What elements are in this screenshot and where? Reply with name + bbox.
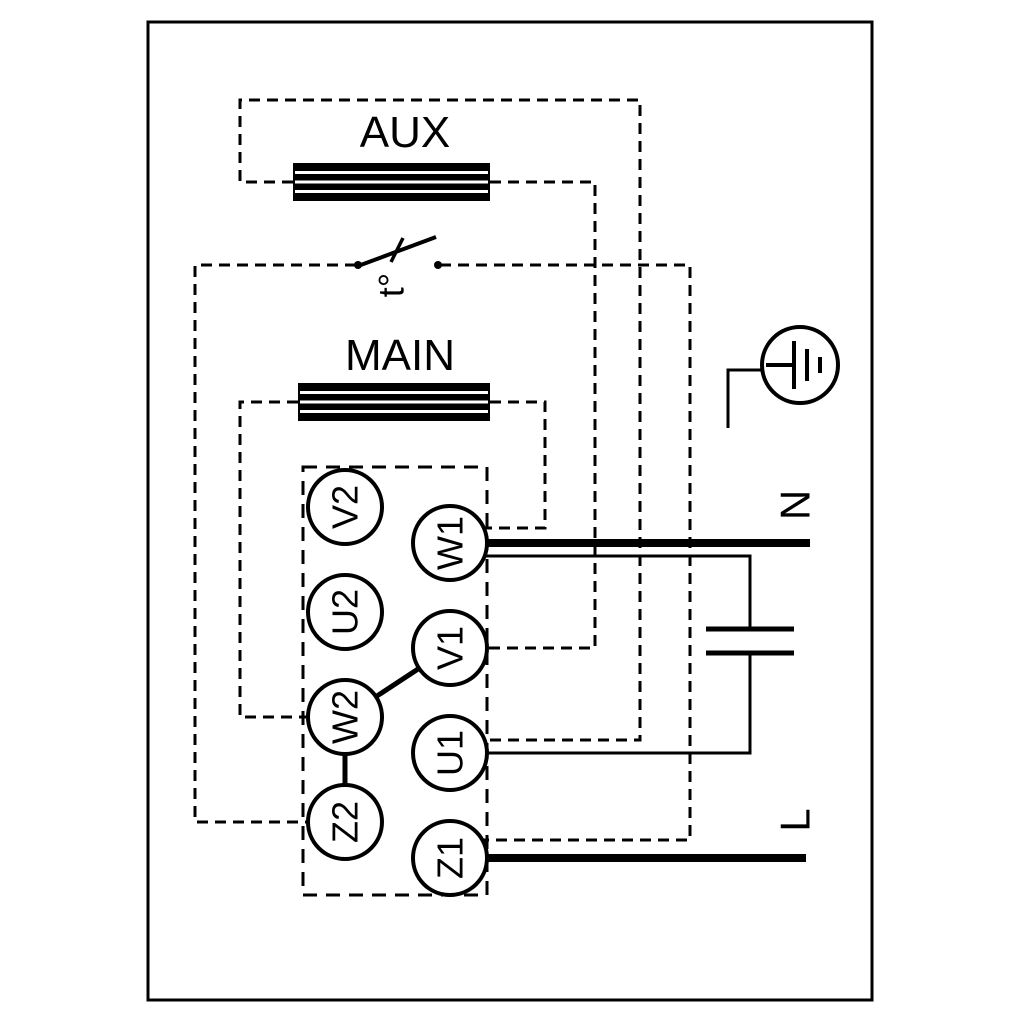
terminal-block-outline bbox=[301, 465, 489, 897]
ground-wire bbox=[726, 368, 763, 428]
terminal-circle bbox=[306, 468, 384, 546]
thermal-switch-label: t° bbox=[371, 273, 412, 297]
terminal-label: Z1 bbox=[430, 837, 471, 879]
terminal-u2: U2 bbox=[306, 573, 384, 651]
terminal-label: W2 bbox=[325, 690, 366, 744]
terminal-label: V1 bbox=[430, 626, 471, 670]
solid-wiring bbox=[484, 539, 810, 862]
capacitor bbox=[706, 626, 794, 656]
terminal-z2: Z2 bbox=[306, 783, 384, 861]
terminal-circle bbox=[411, 609, 489, 687]
ground-symbol bbox=[726, 325, 840, 428]
terminal-circle bbox=[411, 504, 489, 582]
wire-aux-right-to-v1 bbox=[487, 180, 597, 650]
wire-aux-left-to-u1 bbox=[238, 98, 642, 742]
wire-capacitor-to-u1 bbox=[487, 653, 752, 755]
terminal-u1: U1 bbox=[411, 714, 489, 792]
line-label: L bbox=[772, 808, 819, 831]
thermal-switch: t° bbox=[354, 235, 442, 297]
switch-contact-right bbox=[434, 261, 442, 269]
neutral-label: N bbox=[772, 490, 819, 520]
main-winding-label: MAIN bbox=[345, 331, 455, 380]
terminal-circle bbox=[306, 573, 384, 651]
terminal-w1: W1 bbox=[411, 504, 489, 582]
wire-w1-to-capacitor bbox=[484, 554, 752, 629]
terminal-v2: V2 bbox=[306, 468, 384, 546]
terminal-z1: Z1 bbox=[411, 819, 489, 897]
terminal-circle bbox=[306, 678, 384, 756]
terminal-label: Z2 bbox=[325, 801, 366, 843]
terminal-circle bbox=[306, 783, 384, 861]
aux-winding: AUX bbox=[293, 108, 490, 201]
wire-main-right-to-w1 bbox=[484, 400, 547, 530]
terminal-v1: V1 bbox=[411, 609, 489, 687]
main-winding: MAIN bbox=[298, 331, 490, 421]
aux-winding-label: AUX bbox=[360, 108, 450, 157]
dashed-wiring bbox=[193, 98, 692, 842]
wire-switch-left-to-z2 bbox=[193, 263, 356, 824]
ground-circle bbox=[760, 325, 840, 405]
wire-main-left-to-w2 bbox=[238, 400, 308, 719]
terminal-circle bbox=[411, 714, 489, 792]
terminal-label: U2 bbox=[325, 589, 366, 635]
switch-thermal-tick bbox=[389, 237, 405, 263]
terminal-w2: W2 bbox=[306, 678, 384, 756]
terminal-label: W1 bbox=[430, 516, 471, 570]
terminal-label: V2 bbox=[325, 485, 366, 529]
wire-switch-right-to-z1 bbox=[440, 263, 692, 842]
terminal-circle bbox=[411, 819, 489, 897]
diagram-frame bbox=[146, 20, 874, 1002]
terminal-label: U1 bbox=[430, 730, 471, 776]
